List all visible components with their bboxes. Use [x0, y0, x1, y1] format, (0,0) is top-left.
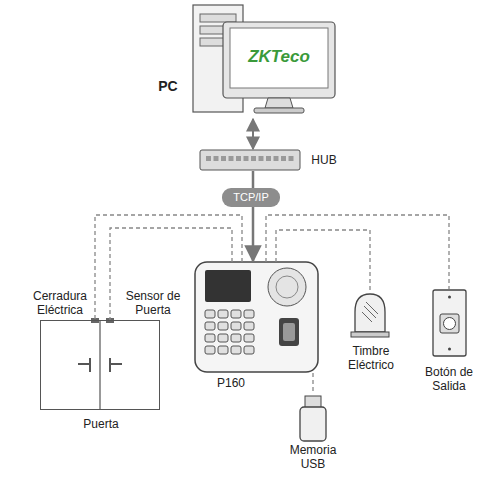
bell-base — [351, 332, 389, 337]
drive-bay — [200, 14, 236, 22]
node-label: Sensor de Puerta — [117, 289, 189, 317]
hub-port — [251, 156, 256, 161]
node-label: PC — [154, 79, 182, 93]
network-link — [252, 119, 254, 149]
brand-logo: ZKTeco — [234, 47, 324, 67]
node-label: Memoria USB — [279, 443, 347, 471]
key — [231, 322, 241, 330]
hub-device — [200, 150, 300, 170]
node-label: Cerradura Eléctrica — [29, 289, 91, 317]
node-label: Botón de Salida — [419, 365, 479, 393]
key — [205, 310, 215, 318]
button-plate — [433, 290, 466, 356]
hub-port — [266, 156, 271, 161]
door-split — [99, 320, 100, 410]
terminal-body — [195, 262, 318, 372]
hub-port — [259, 156, 264, 161]
key — [231, 334, 241, 342]
door-handle — [78, 358, 90, 372]
usb-body — [300, 407, 326, 441]
monitor-screen — [230, 28, 328, 88]
key — [218, 322, 228, 330]
key — [244, 334, 254, 342]
key — [244, 322, 254, 330]
dashed-wire — [312, 373, 313, 394]
bell-dome — [355, 294, 385, 332]
terminal-reader-ring — [276, 276, 298, 298]
dashed-wire — [95, 215, 242, 320]
key — [231, 346, 241, 354]
protocol-label: TCP/IP — [222, 188, 280, 207]
key — [205, 346, 215, 354]
node-label: P160 — [209, 376, 253, 390]
node-label: Timbre Eléctrico — [340, 344, 402, 372]
dashed-wire — [276, 230, 370, 292]
door-handle — [110, 358, 122, 372]
screw — [448, 348, 451, 351]
hub-port — [281, 156, 286, 161]
key — [218, 346, 228, 354]
exit-button: Botón de Salida — [432, 289, 467, 357]
monitor-base — [254, 108, 304, 113]
computer: PC — [150, 3, 340, 118]
hub: HUB — [200, 150, 300, 170]
hub-port — [206, 156, 211, 161]
hub-port — [289, 156, 294, 161]
key — [218, 334, 228, 342]
network-link — [252, 171, 255, 261]
dashed-wire — [110, 228, 232, 320]
key — [205, 322, 215, 330]
button-square — [440, 314, 459, 333]
key — [231, 310, 241, 318]
key — [205, 334, 215, 342]
node-label: Puerta — [41, 417, 161, 431]
button-push — [444, 318, 456, 330]
terminal-keypad — [205, 310, 254, 354]
hub-port — [244, 156, 249, 161]
door: Cerradura EléctricaSensor de PuertaPuert… — [40, 320, 160, 410]
fingerprint-sensor — [279, 318, 299, 346]
key — [218, 310, 228, 318]
key — [244, 310, 254, 318]
fingerprint-window — [283, 323, 295, 341]
hub-port — [236, 156, 241, 161]
electric-bell: Timbre Eléctrico — [352, 292, 390, 338]
monitor-stand — [265, 98, 293, 108]
hub-port — [274, 156, 279, 161]
node-label: HUB — [306, 153, 342, 167]
monitor-frame — [223, 22, 335, 98]
key — [244, 346, 254, 354]
hub-port — [229, 156, 234, 161]
terminal-reader — [268, 268, 306, 306]
dashed-wire — [266, 215, 449, 289]
usb-memory: Memoria USB — [299, 395, 327, 442]
hub-ports — [206, 156, 294, 161]
terminal-screen — [205, 270, 251, 302]
hub-port — [221, 156, 226, 161]
bell-shine — [362, 302, 378, 322]
hub-port — [214, 156, 219, 161]
screw — [448, 296, 451, 299]
access-terminal: P160 — [195, 262, 318, 372]
usb-connector — [305, 396, 321, 408]
